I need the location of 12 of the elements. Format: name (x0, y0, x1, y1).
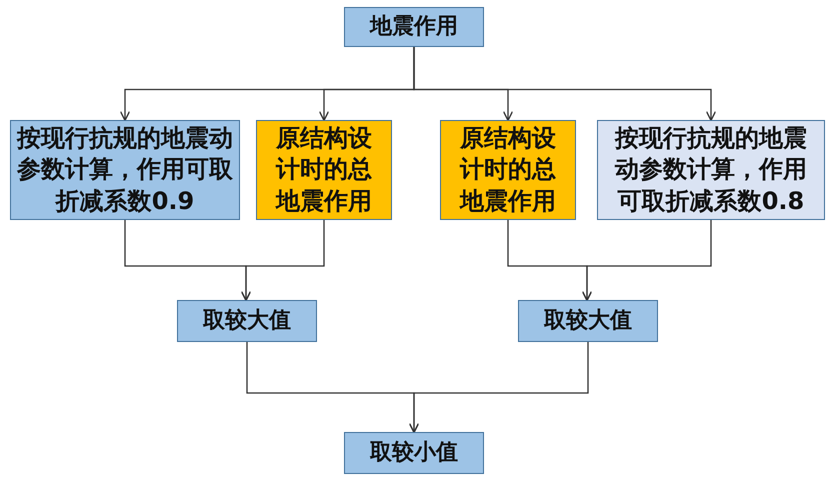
process-box: 原结构设计时的总地震作用 (256, 120, 392, 220)
process-box: 原结构设计时的总地震作用 (440, 120, 576, 220)
process-box: 取较小值 (344, 432, 484, 474)
arrow (413, 47, 716, 122)
process-box: 地震作用 (344, 7, 484, 47)
arrow (582, 220, 712, 302)
process-box: 取较大值 (177, 300, 317, 342)
arrow (240, 220, 325, 302)
process-box: 按现行抗规的地震动参数计算，作用可取折减系数0.8 (597, 120, 825, 220)
process-box: 按现行抗规的地震动参数计算，作用可取折减系数0.9 (10, 120, 240, 220)
arrow (408, 342, 589, 434)
process-box: 取较大值 (518, 300, 658, 342)
